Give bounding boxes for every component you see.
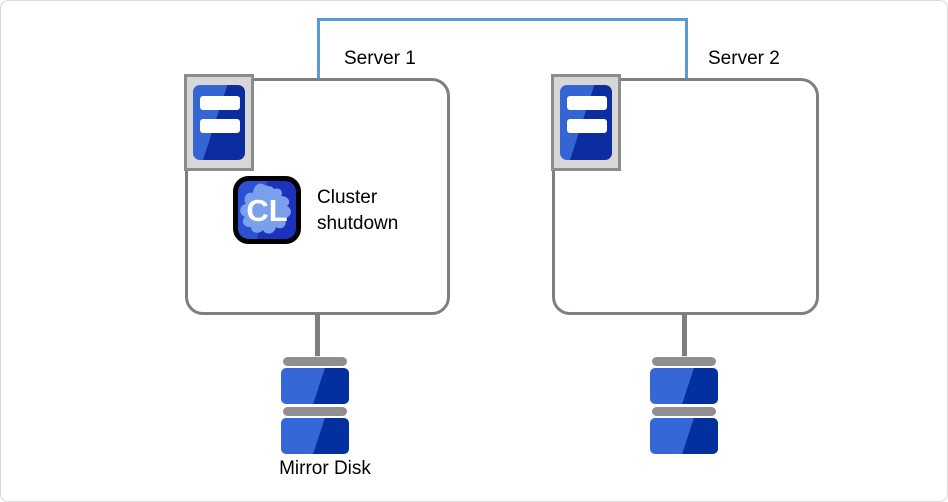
mirror-disk-icon-left — [281, 357, 349, 454]
server2-tower-icon — [551, 74, 621, 171]
tower-slot — [200, 96, 240, 110]
mirror-disk-label: Mirror Disk — [279, 458, 371, 479]
server-tower-shape — [560, 85, 612, 160]
server2-disk-connector-line — [682, 313, 687, 360]
disk-platter — [281, 418, 349, 454]
disk-platter — [650, 368, 718, 404]
mirror-disk-icon-right — [650, 357, 718, 454]
cl-icon-text: CL — [246, 193, 287, 228]
tower-slot — [200, 119, 240, 133]
disk-platter — [281, 368, 349, 404]
disk-bar — [652, 407, 716, 416]
cl-cluster-icon: CL — [233, 176, 301, 244]
disk-bar — [652, 357, 716, 366]
server1-tower-icon — [184, 74, 254, 171]
server-tower-shape — [193, 85, 245, 160]
disk-bar — [283, 407, 347, 416]
tower-slot — [567, 119, 607, 133]
cluster-shutdown-label: Cluster shutdown — [317, 187, 399, 234]
server1-label: Server 1 — [344, 48, 416, 69]
tower-slot — [567, 96, 607, 110]
server1-disk-connector-line — [315, 313, 320, 360]
interconnect-line — [317, 18, 688, 78]
disk-bar — [283, 357, 347, 366]
server2-label: Server 2 — [708, 48, 780, 69]
disk-platter — [650, 418, 718, 454]
cl-icon-splat-shape — [240, 183, 291, 234]
